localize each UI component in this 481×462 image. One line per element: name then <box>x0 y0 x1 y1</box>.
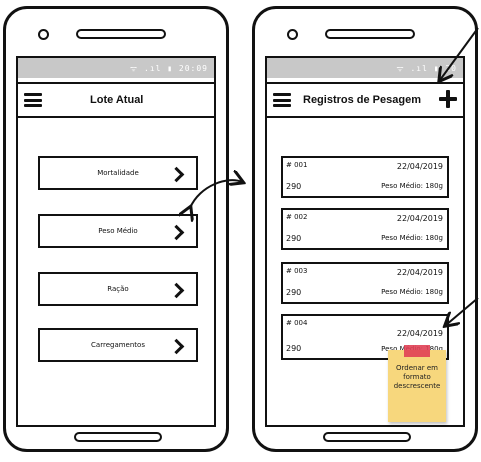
page-title: Registros de Pesagem <box>303 94 421 106</box>
page-title: Lote Atual <box>90 94 144 106</box>
hamburger-menu-icon[interactable] <box>24 93 42 107</box>
record-count: 290 <box>286 344 302 353</box>
screen-lote-atual: ᯤ .ıl ▮ 20:09 Lote Atual Mortalidade Pes… <box>16 56 216 427</box>
home-button[interactable] <box>323 432 411 442</box>
record-card[interactable]: # 003 22/04/2019 290 Peso Médio: 180g <box>281 262 449 304</box>
camera-icon <box>287 29 298 40</box>
status-bar: ᯤ .ıl ▮ 20 <box>267 58 463 78</box>
record-date: 22/04/2019 <box>396 329 443 338</box>
phone-frame-left: ᯤ .ıl ▮ 20:09 Lote Atual Mortalidade Pes… <box>3 6 229 452</box>
button-label: Mortalidade <box>97 169 139 177</box>
record-date: 22/04/2019 <box>396 268 443 277</box>
button-label: Peso Médio <box>98 227 138 235</box>
app-bar: Lote Atual <box>18 82 214 118</box>
record-id: # 004 <box>286 319 308 327</box>
camera-icon <box>38 29 49 40</box>
mortalidade-button[interactable]: Mortalidade <box>38 156 198 190</box>
speaker-grille <box>76 29 166 39</box>
home-button[interactable] <box>74 432 162 442</box>
record-card[interactable]: # 001 22/04/2019 290 Peso Médio: 180g <box>281 156 449 198</box>
record-count: 290 <box>286 234 302 243</box>
record-average: Peso Médio: 180g <box>381 182 443 190</box>
record-id: # 002 <box>286 213 308 221</box>
button-label: Ração <box>107 285 129 293</box>
chevron-right-icon <box>168 224 185 241</box>
record-count: 290 <box>286 182 302 191</box>
speaker-grille <box>325 29 415 39</box>
status-text: ᯤ .ıl ▮ 20 <box>396 63 457 73</box>
record-date: 22/04/2019 <box>396 214 443 223</box>
record-average: Peso Médio: 180g <box>381 234 443 242</box>
chevron-right-icon <box>168 166 185 183</box>
chevron-right-icon <box>168 338 185 355</box>
record-average: Peso Médio: 180g <box>381 288 443 296</box>
record-count: 290 <box>286 288 302 297</box>
button-label: Carregamentos <box>91 341 145 349</box>
status-bar: ᯤ .ıl ▮ 20:09 <box>18 58 214 78</box>
record-card[interactable]: # 002 22/04/2019 290 Peso Médio: 180g <box>281 208 449 250</box>
sticky-note-text: Ordenar em formato descrescente <box>393 364 441 390</box>
hamburger-menu-icon[interactable] <box>273 93 291 107</box>
racao-button[interactable]: Ração <box>38 272 198 306</box>
app-bar: Registros de Pesagem <box>267 82 463 118</box>
sticky-note: Ordenar em formato descrescente <box>388 350 446 422</box>
chevron-right-icon <box>168 282 185 299</box>
record-id: # 001 <box>286 161 308 169</box>
record-date: 22/04/2019 <box>396 162 443 171</box>
tape-strip <box>404 345 430 357</box>
record-id: # 003 <box>286 267 308 275</box>
add-record-icon[interactable] <box>439 90 457 108</box>
peso-medio-button[interactable]: Peso Médio <box>38 214 198 248</box>
status-text: ᯤ .ıl ▮ 20:09 <box>129 63 208 73</box>
carregamentos-button[interactable]: Carregamentos <box>38 328 198 362</box>
